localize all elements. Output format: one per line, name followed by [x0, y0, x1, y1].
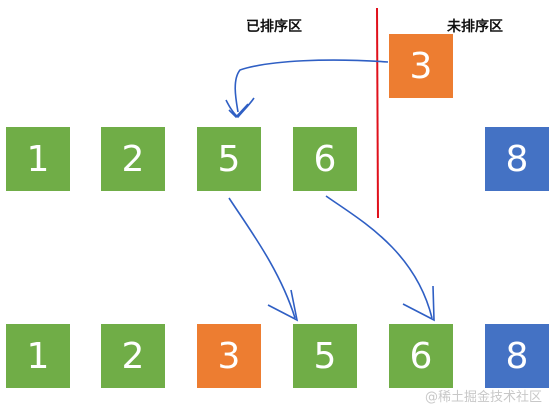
top-row-box-1: 1: [6, 127, 70, 191]
unsorted-region-label: 未排序区: [447, 19, 503, 35]
bottom-row-box-2: 2: [101, 324, 165, 388]
bottom-row-box-4: 5: [293, 324, 357, 388]
top-row-box-2: 2: [101, 127, 165, 191]
top-row-box-4: 6: [293, 127, 357, 191]
insert-arrow-head: [225, 97, 255, 119]
bottom-row-box-1: 1: [6, 324, 70, 388]
insert-arrow-path: [234, 59, 389, 113]
shift-arrow-6-head: [402, 285, 435, 322]
shift-arrow-5-path: [228, 197, 296, 319]
pending-element-box: 3: [389, 34, 453, 98]
watermark-text: @稀土掘金技术社区: [424, 390, 542, 405]
top-row-box-3: 5: [197, 127, 261, 191]
sorted-region-label: 已排序区: [246, 19, 302, 35]
bottom-row-box-5: 6: [389, 324, 453, 388]
shift-arrow-5-head: [267, 289, 299, 322]
bottom-row-box-6: 8: [485, 324, 549, 388]
shift-arrow-6-path: [325, 195, 433, 319]
top-row-box-5: 8: [485, 127, 549, 191]
bottom-row-box-3: 3: [197, 324, 261, 388]
region-divider-line: [376, 7, 379, 219]
